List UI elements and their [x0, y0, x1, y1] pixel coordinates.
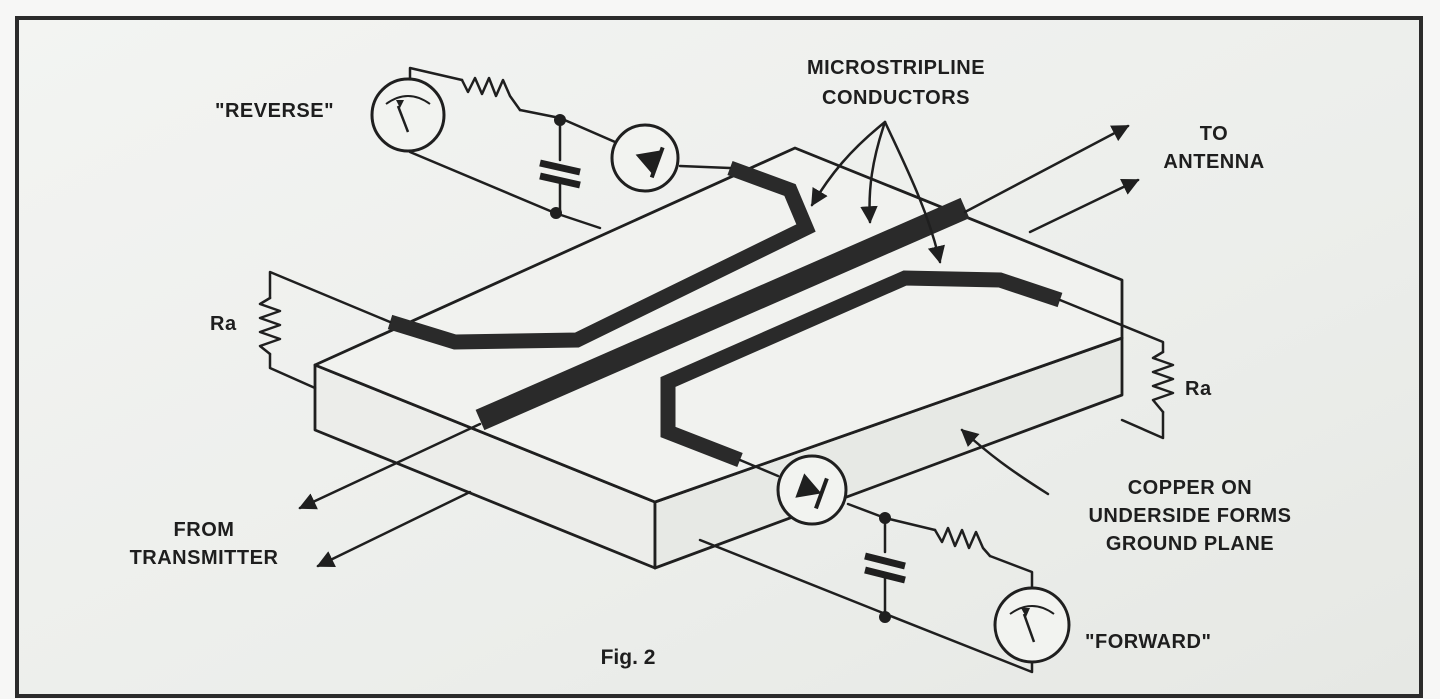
reverse-diode: [610, 123, 680, 193]
forward-coupled-line: [660, 270, 1063, 467]
reverse-coupled-line: [387, 160, 816, 350]
transmitter-label-line2: TRANSMITTER: [130, 547, 279, 569]
conductor-leader-3: [883, 120, 945, 264]
forward-meter: [993, 586, 1071, 664]
transmitter-label-line1: FROM: [174, 519, 235, 541]
transmitter-arrow-lower: [316, 490, 472, 568]
left-termination: [258, 270, 392, 390]
transmitter-arrow-upper: [298, 422, 482, 510]
microstrip-conductors: [387, 160, 1063, 467]
reverse-junction-bottom: [550, 207, 562, 219]
forward-junction-bottom: [879, 611, 891, 623]
ground-label-line3: GROUND PLANE: [1106, 533, 1274, 555]
forward-capacitor: [864, 552, 906, 584]
rf-path-arrows: [298, 124, 1140, 568]
right-termination: [1058, 298, 1175, 440]
antenna-label-line2: ANTENNA: [1163, 151, 1264, 173]
reverse-label: "REVERSE": [215, 100, 334, 122]
reverse-detector-circuit: [370, 66, 732, 230]
reverse-junction-top: [554, 114, 566, 126]
conductors-label-line1: MICROSTRIPLINE: [807, 57, 985, 79]
conductors-label-line2: CONDUCTORS: [822, 87, 970, 109]
reverse-meter: [370, 77, 446, 153]
conductor-leader-2: [860, 120, 887, 224]
reverse-resistor: [460, 76, 522, 112]
left-resistor-label: Ra: [210, 313, 237, 335]
ground-label-line1: COPPER ON: [1128, 477, 1253, 499]
forward-detector-circuit: [698, 454, 1071, 674]
right-resistor: [1151, 350, 1175, 414]
ground-label-line2: UNDERSIDE FORMS: [1088, 505, 1291, 527]
antenna-arrow-lower: [1028, 178, 1140, 234]
left-termination-wires: [268, 270, 392, 390]
forward-diode: [776, 454, 848, 526]
forward-resistor: [933, 526, 992, 558]
conductor-leader-1: [810, 120, 887, 207]
antenna-label-line1: TO: [1200, 123, 1228, 145]
reverse-capacitor: [539, 159, 581, 189]
figure-caption: Fig. 2: [601, 646, 656, 669]
main-conductor: [475, 197, 970, 431]
ground-plane-leader: [960, 428, 1050, 496]
left-resistor: [258, 296, 282, 356]
forward-junction-top: [879, 512, 891, 524]
label-leaders: [810, 120, 1050, 496]
forward-label: "FORWARD": [1085, 631, 1211, 653]
right-resistor-label: Ra: [1185, 378, 1212, 400]
antenna-arrow-upper: [963, 124, 1130, 214]
right-termination-wires: [1058, 298, 1165, 440]
